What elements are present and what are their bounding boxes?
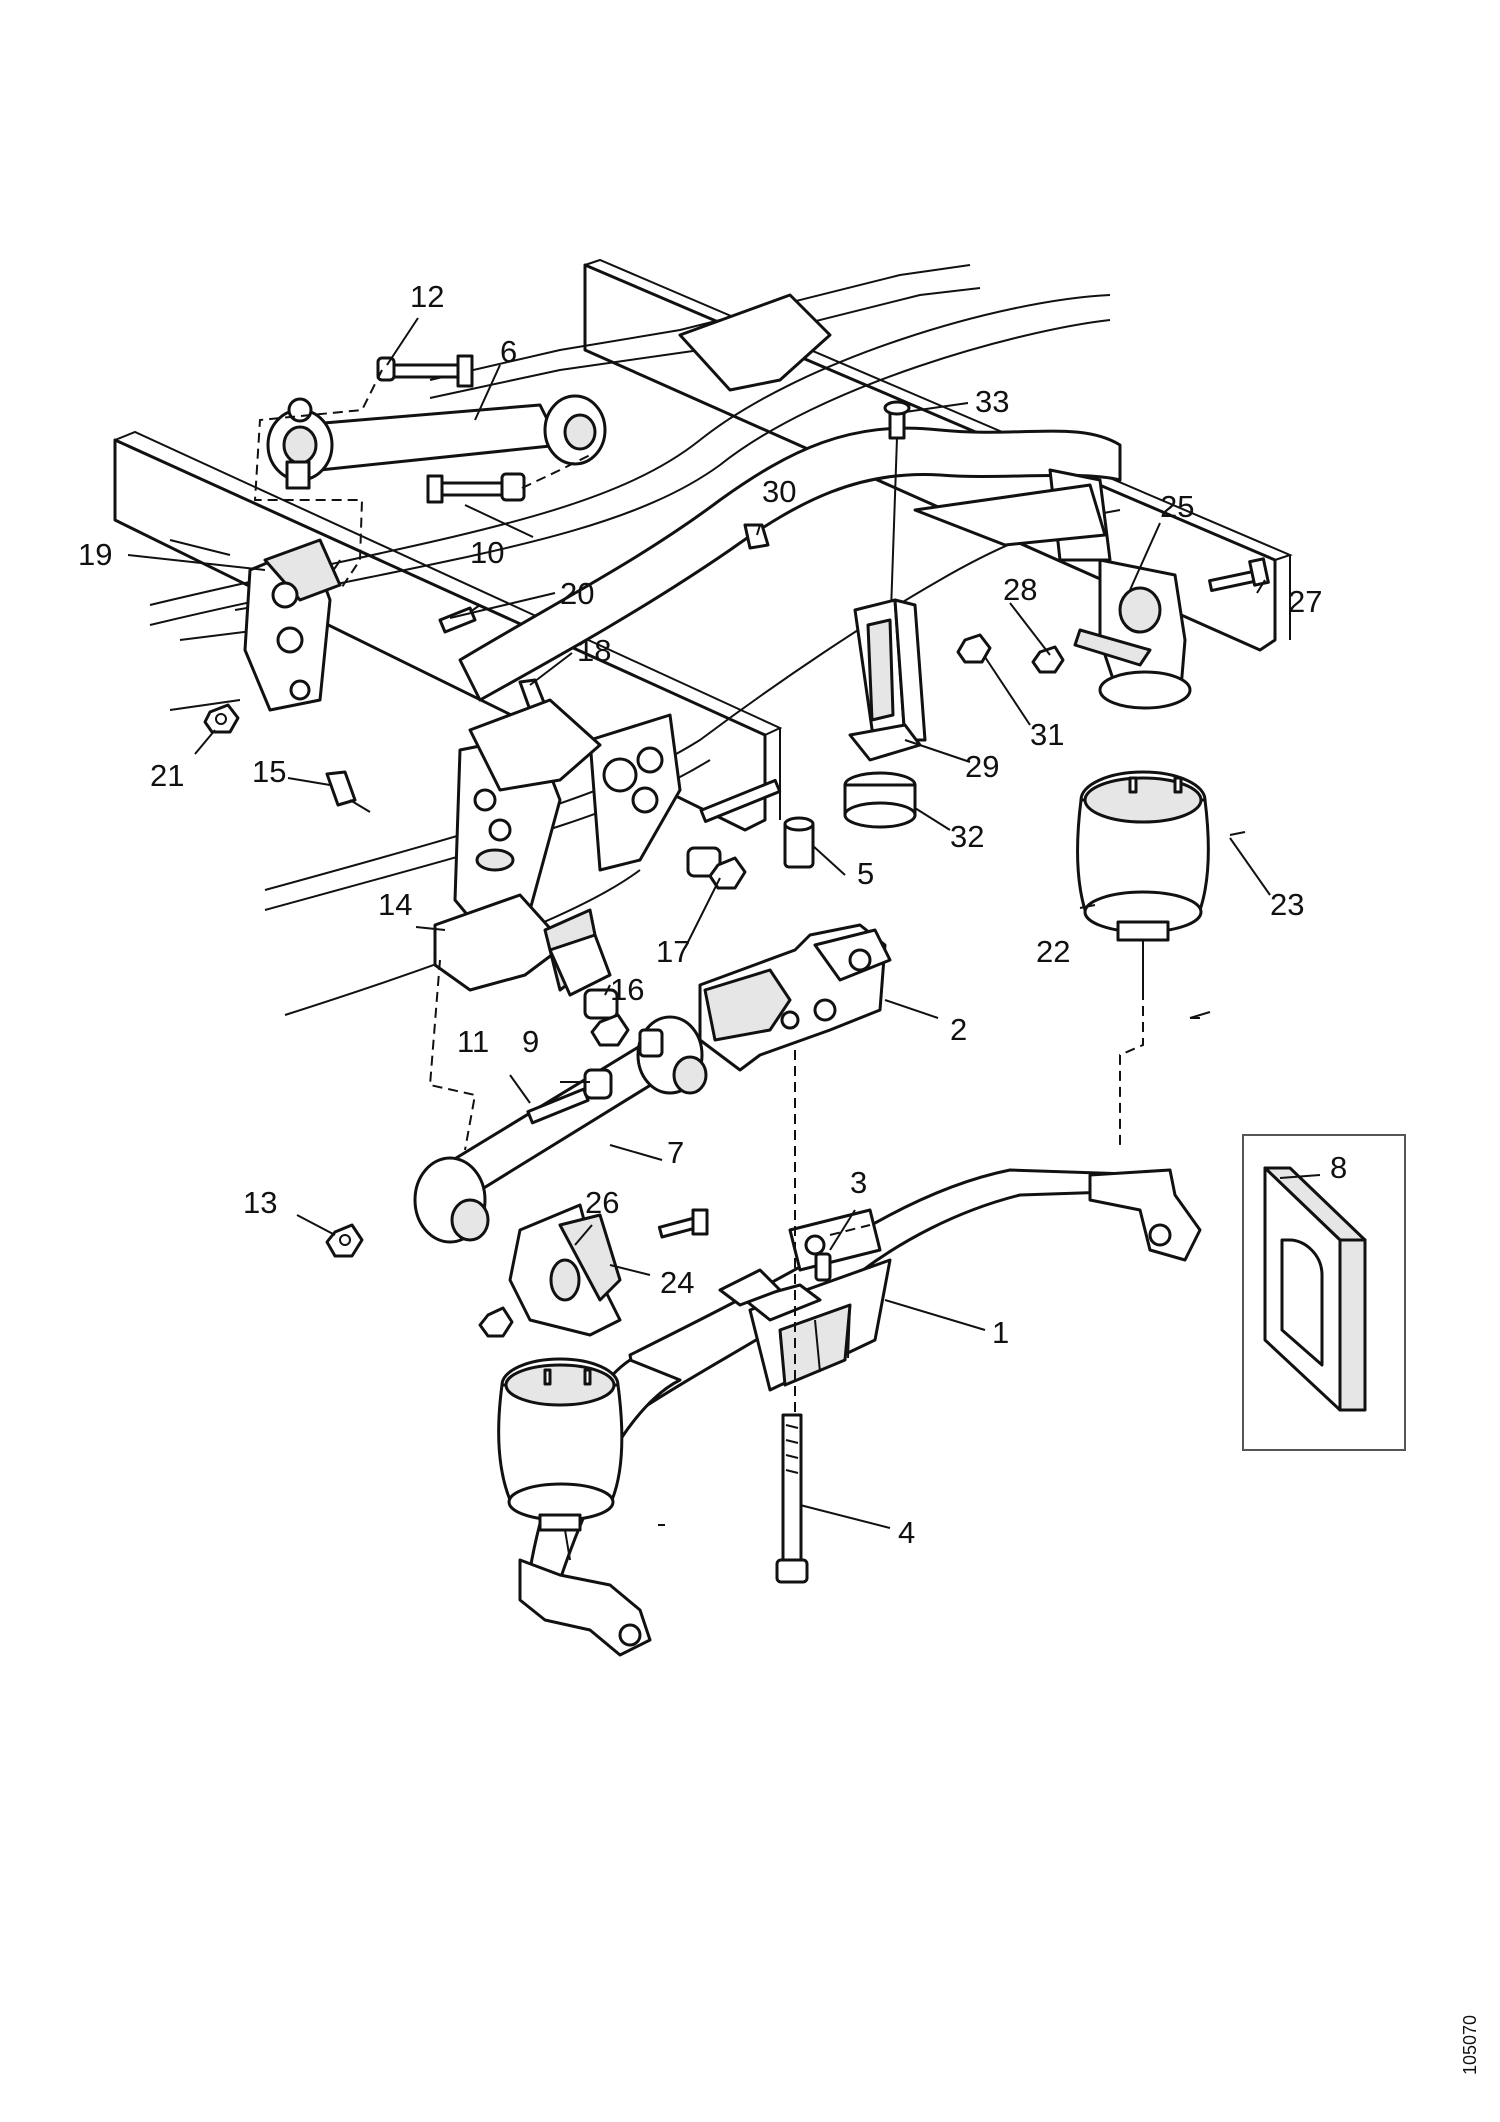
callout-13: 13 (243, 1185, 277, 1220)
bolts-upper (325, 523, 770, 813)
callout-24: 24 (660, 1265, 694, 1300)
callout-19: 19 (78, 537, 112, 572)
upper-torque-rod (253, 354, 607, 591)
front-hanger-bracket (203, 538, 342, 734)
callout-12: 12 (410, 279, 444, 314)
callout-21: 21 (150, 758, 184, 793)
callout-31: 31 (1030, 717, 1064, 752)
air-spring-bracket-left (478, 1203, 709, 1338)
callout-22: 22 (1036, 934, 1070, 969)
shim-inset (1242, 1134, 1406, 1451)
callout-30: 30 (762, 474, 796, 509)
callout-10: 10 (470, 535, 504, 570)
callout-14: 14 (378, 887, 412, 922)
callout-23: 23 (1270, 887, 1304, 922)
callout-8: 8 (1330, 1150, 1347, 1185)
air-spring-upper-bracket-right (1031, 557, 1270, 710)
callout-28: 28 (1003, 572, 1037, 607)
callout-3: 3 (850, 1165, 867, 1200)
air-spring-left (497, 1357, 624, 1561)
frame-mounting-plates (433, 698, 682, 997)
callout-27: 27 (1288, 584, 1322, 619)
callout-26: 26 (585, 1185, 619, 1220)
bumper-bracket (843, 400, 992, 829)
leader-lines (127, 317, 1321, 1529)
axle-bracket (698, 816, 892, 1072)
callout-16: 16 (610, 972, 644, 1007)
callout-20: 20 (560, 576, 594, 611)
callout-11: 11 (457, 1024, 489, 1059)
bushings-16-17 (583, 778, 782, 1047)
figure-reference: 105070 (1460, 2015, 1480, 2075)
callout-33: 33 (975, 384, 1009, 419)
air-spring-right (1076, 770, 1246, 1150)
callout-1: 1 (992, 1315, 1009, 1350)
callout-18: 18 (577, 633, 611, 668)
callout-5: 5 (857, 856, 874, 891)
chassis-frame (113, 258, 1293, 1016)
callout-17: 17 (656, 934, 690, 969)
callout-29: 29 (965, 749, 999, 784)
callout-7: 7 (667, 1135, 684, 1170)
callout-6: 6 (500, 334, 517, 369)
callout-25: 25 (1160, 489, 1194, 524)
callout-labels: 12 6 33 30 25 10 19 20 28 27 18 31 21 15… (78, 279, 1347, 1550)
callout-4: 4 (898, 1515, 915, 1550)
lower-torque-rod (325, 959, 708, 1258)
callout-15: 15 (252, 754, 286, 789)
long-bolt (775, 1413, 809, 1584)
callout-9: 9 (522, 1024, 539, 1059)
callout-32: 32 (950, 819, 984, 854)
axle-beam (518, 1050, 1202, 1657)
callout-2: 2 (950, 1012, 967, 1047)
